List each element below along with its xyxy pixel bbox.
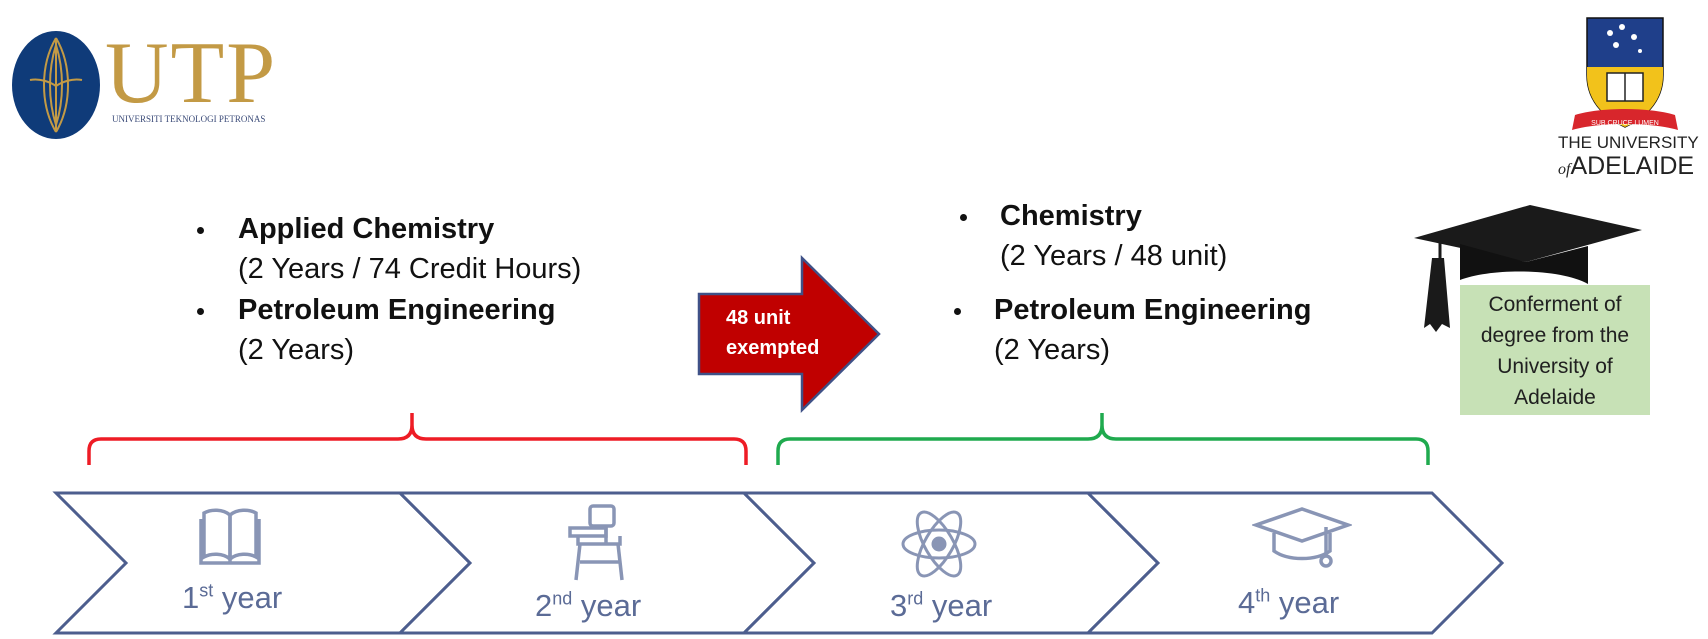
- desk-icon: [568, 504, 624, 581]
- arrow-label-line1: 48 unit: [726, 307, 791, 329]
- arrow-label-line2: exempted: [726, 337, 820, 359]
- program-detail: (2 Years / 74 Credit Hours): [238, 253, 582, 285]
- utp-bracket: [87, 413, 748, 465]
- program-name: Chemistry: [1000, 200, 1142, 232]
- bullet: [197, 308, 204, 315]
- program-name: Petroleum Engineering: [238, 294, 556, 326]
- program-name: Applied Chemistry: [238, 213, 495, 245]
- conferment-line: Adelaide: [1514, 386, 1596, 409]
- year-suffix: nd: [552, 588, 573, 609]
- bullet: [954, 308, 961, 315]
- utp-logo: UTP UNIVERSITI TEKNOLOGI PETRONAS: [10, 25, 310, 140]
- utp-subtitle: UNIVERSITI TEKNOLOGI PETRONAS: [112, 114, 266, 124]
- conferment-box: Conferment of degree from the University…: [1460, 285, 1650, 415]
- year-label-4: 4th year: [1238, 585, 1339, 621]
- bullet: [197, 227, 204, 234]
- conferment-line: University of: [1497, 355, 1613, 378]
- program-detail: (2 Years): [238, 334, 355, 366]
- adelaide-name-line2: ofADELAIDE: [1558, 152, 1694, 181]
- program-name: Petroleum Engineering: [994, 294, 1312, 326]
- book-icon: [199, 508, 261, 565]
- year-word: year: [580, 588, 642, 623]
- adelaide-program-list: Chemistry (2 Years / 48 unit) Petroleum …: [950, 197, 1350, 387]
- year-label-1: 1st year: [182, 580, 282, 616]
- adelaide-name: ADELAIDE: [1570, 152, 1695, 180]
- year-suffix: st: [199, 580, 214, 601]
- year-word: year: [221, 580, 283, 615]
- program-detail: (2 Years): [994, 334, 1111, 366]
- adelaide-name-line1: THE UNIVERSITY: [1558, 133, 1699, 152]
- utp-emblem-icon: [12, 31, 100, 139]
- atom-icon: [901, 510, 977, 578]
- year-number: 2: [535, 588, 553, 623]
- year-number: 3: [890, 588, 908, 623]
- adelaide-crest-icon: SUB CRUCE LUMEN: [1572, 17, 1678, 130]
- conferment-line: Conferment of: [1488, 293, 1622, 316]
- year-word: year: [1278, 585, 1340, 620]
- utp-wordmark: UTP: [105, 25, 278, 122]
- year-label-3: 3rd year: [890, 588, 992, 624]
- year-label-2: 2nd year: [535, 588, 641, 624]
- conferment-line: degree from the: [1480, 324, 1630, 347]
- adelaide-of: of: [1558, 161, 1571, 178]
- adelaide-bracket: [776, 413, 1430, 465]
- bullet: [960, 214, 967, 221]
- year-suffix: rd: [907, 588, 924, 609]
- exemption-arrow: 48 unit exempted: [696, 255, 882, 413]
- utp-program-list: Applied Chemistry (2 Years / 74 Credit H…: [190, 210, 640, 390]
- program-detail: (2 Years / 48 unit): [1000, 240, 1228, 272]
- mortarboard-icon: [1414, 205, 1642, 332]
- adelaide-logo: SUB CRUCE LUMEN THE UNIVERSITY ofADELAID…: [1550, 15, 1700, 180]
- year-timeline: [52, 491, 1505, 635]
- year-word: year: [931, 588, 993, 623]
- graduation-cap-icon: [1252, 507, 1352, 568]
- adelaide-motto: SUB CRUCE LUMEN: [1591, 120, 1659, 127]
- right-arrow-icon: [697, 255, 881, 413]
- year-number: 4: [1238, 585, 1256, 620]
- chevron-year-4: [1084, 491, 1505, 635]
- year-suffix: th: [1255, 585, 1271, 606]
- year-number: 1: [182, 580, 200, 615]
